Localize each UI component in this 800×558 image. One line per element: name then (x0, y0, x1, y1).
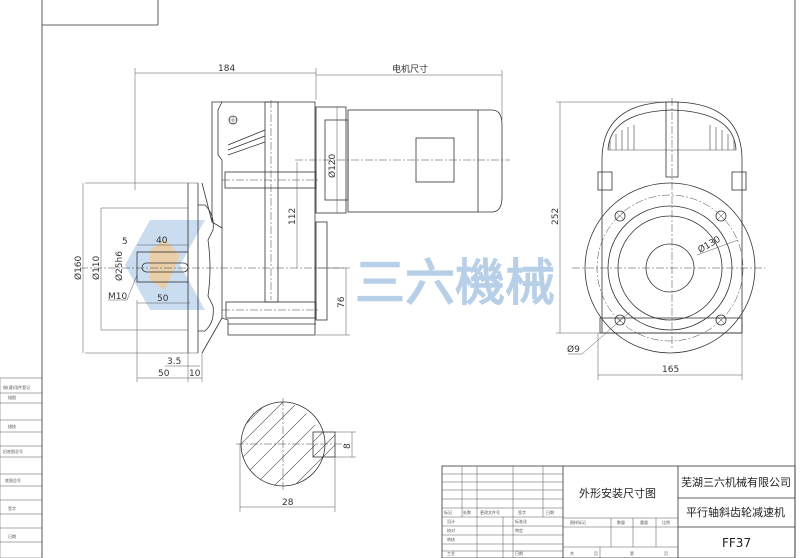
sheet-total-label: 共 (570, 550, 574, 556)
dim-key-offset: 5 (122, 237, 128, 247)
model-number: FF37 (722, 536, 751, 550)
dim-thread: M10 (108, 292, 127, 302)
product-name: 平行轴斜齿轮减速机 (686, 505, 785, 519)
dim-width: 165 (662, 365, 679, 375)
rev-header-count: 处数 (463, 509, 471, 515)
dim-motor-center-height: 112 (288, 208, 298, 225)
dim-flange-thickness: 10 (189, 369, 201, 379)
sign-standard: 标准化 (515, 518, 527, 524)
dim-shaft-extension: 50 (158, 369, 170, 379)
left-label-date: 日期 (8, 533, 16, 539)
sheet-number-unit: 页 (664, 551, 668, 556)
sign-approve: 审定 (515, 527, 523, 533)
info-header-weight: 重量 (640, 519, 648, 525)
rev-header-sign: 签字 (518, 509, 526, 515)
dim-spigot-depth: 3.5 (167, 357, 181, 367)
bolt-holes (614, 210, 727, 326)
dim-height: 252 (551, 208, 561, 225)
left-label-tracing: 描图 (8, 394, 16, 400)
sign-date: 日期 (515, 550, 523, 556)
left-label-old-master: 旧底图总号 (3, 448, 23, 454)
dim-shaft-key: 28 (282, 498, 294, 508)
dim-motor-flange: Ø120 (327, 153, 338, 178)
dim-shaft-length: 50 (157, 294, 169, 304)
left-label-master: 底图总号 (5, 477, 21, 483)
company-name: 芜湖三六机械有限公司 (681, 475, 791, 489)
dim-key-length: 40 (156, 236, 168, 246)
sheet-number-label: 第 (630, 550, 634, 556)
dim-overall-length: 184 (218, 64, 235, 74)
dim-center-height: 76 (337, 296, 347, 308)
left-label-register: 借(通)用件登记 (3, 384, 30, 390)
title-block: 标记 处数 更改文件号 签字 日期 设计 标准化 校对 审定 审核 工艺 日期 … (441, 465, 796, 558)
left-register-table: 借(通)用件登记 描图 描校 旧底图总号 底图总号 签字 日期 (0, 377, 43, 558)
shaft-section-view: 8 28 (236, 398, 356, 512)
dim-key-height: 8 (343, 443, 353, 449)
dim-flange-outer: Ø160 (73, 255, 84, 280)
dim-hole: Ø9 (567, 344, 580, 355)
dim-motor-length: 电机尺寸 (392, 63, 428, 75)
sign-review: 审核 (447, 536, 455, 542)
info-header-qty: 数量 (617, 519, 625, 525)
info-header-drawing-mark: 图样标记 (570, 519, 586, 525)
rev-header-date: 日期 (546, 509, 554, 515)
dim-flange-spigot: Ø110 (91, 255, 102, 280)
front-view: 184 电机尺寸 Ø120 112 76 (73, 63, 510, 382)
dim-shaft-diameter: Ø25h6 (114, 251, 125, 281)
drawing-title: 外形安装尺寸图 (579, 486, 656, 500)
info-header-scale: 比例 (662, 519, 670, 525)
watermark-text: 三六機械 (355, 254, 555, 312)
side-view: 252 165 Ø130 Ø9 (551, 98, 765, 380)
watermark-logo: 三六機械 (125, 220, 555, 312)
sign-design: 设计 (447, 518, 455, 524)
sign-check: 校对 (447, 527, 455, 533)
left-label-signature: 签字 (8, 505, 16, 511)
left-label-trace-check: 描校 (8, 423, 16, 429)
dim-pcd: Ø130 (696, 234, 723, 256)
rev-header-doc: 更改文件号 (480, 509, 500, 515)
sign-process: 工艺 (447, 551, 455, 556)
sheet-total-unit: 页 (594, 551, 598, 556)
rev-header-mark: 标记 (444, 509, 452, 515)
